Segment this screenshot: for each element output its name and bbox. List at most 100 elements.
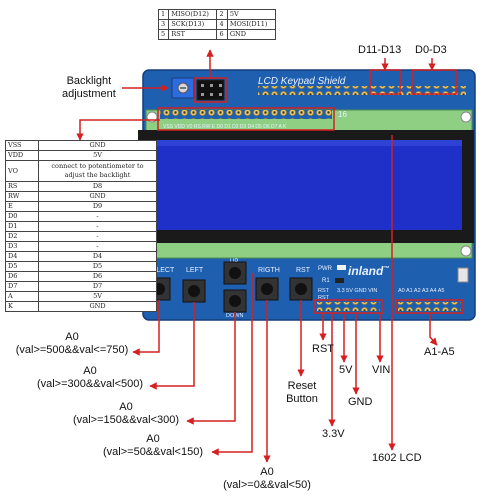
table-cell: 5V	[38, 291, 157, 302]
lcd-pins-highlight-box	[157, 107, 335, 131]
table-cell: 5V	[38, 150, 157, 161]
table-cell: connect to potentiometer to adjust the b…	[38, 160, 157, 182]
rst-small-label: RST	[318, 288, 330, 294]
label-vin: VIN	[372, 364, 391, 376]
label-a0-select: A0 (val>=500&&val<=750)	[15, 331, 129, 356]
button-label-right: RIGTH	[258, 267, 280, 274]
lcd-table-row: D0-	[5, 211, 157, 222]
label-5v: 5V	[339, 364, 353, 376]
table-cell: D5	[5, 261, 39, 272]
button-label-left: LEFT	[186, 267, 204, 274]
power-header-labels: 3.3 5V GND VIN	[337, 288, 377, 294]
dc-component	[457, 267, 469, 283]
down-button[interactable]	[223, 289, 247, 313]
table-cell: 5	[157, 29, 170, 40]
table-cell: D8	[38, 181, 157, 192]
brand-logo: inland™	[348, 264, 389, 278]
power-rst-label: RST	[318, 295, 330, 301]
arrow-select	[132, 300, 160, 356]
table-cell: RW	[5, 191, 39, 202]
power-header-highlight-box	[314, 299, 383, 314]
lcd-table-row: D2-	[5, 231, 157, 242]
label-a0-left: A0 (val>=300&&val<500)	[36, 365, 144, 390]
label-d0-d3: D0-D3	[415, 44, 447, 56]
lcd-pin-number: 16	[338, 110, 347, 119]
rst-button[interactable]	[289, 277, 313, 301]
table-cell: -	[38, 211, 157, 222]
up-button[interactable]	[223, 261, 247, 285]
digital-header-top	[258, 86, 466, 95]
board-title: LCD Keypad Shield	[258, 76, 346, 87]
lcd-table-row: D3-	[5, 241, 157, 252]
table-cell: -	[38, 241, 157, 252]
table-cell: GND	[38, 140, 157, 151]
table-cell: -	[38, 221, 157, 232]
arrow-left	[149, 302, 195, 390]
lcd-module	[138, 109, 474, 259]
lcd-table-row: D1-	[5, 221, 157, 232]
arrow-down	[186, 312, 236, 425]
table-cell: D6	[38, 271, 157, 282]
table-cell: D0	[5, 211, 39, 222]
button-label-rst: RST	[296, 267, 311, 274]
pwr-label: PWR	[318, 266, 333, 272]
label-a1-a5: A1-A5	[424, 346, 455, 358]
table-cell: E	[5, 201, 39, 212]
pwr-led	[337, 265, 346, 270]
table-cell: VDD	[5, 150, 39, 161]
table-cell: D7	[38, 281, 157, 292]
table-cell: A	[5, 291, 39, 302]
label-a0-right: A0 (val>=0&&val<50)	[223, 466, 311, 491]
arrow-lcd-table	[76, 119, 160, 141]
r1-label: R1	[322, 278, 330, 284]
analog-header-labels: A0 A1 A2 A3 A4 A5	[398, 288, 445, 294]
label-backlight-adjustment: Backlight adjustment	[62, 75, 116, 100]
arrow-a1-a5	[429, 313, 438, 346]
button-label-select: SELECT	[147, 267, 175, 274]
table-cell: -	[38, 231, 157, 242]
left-button[interactable]	[182, 279, 206, 303]
table-cell: VSS	[5, 140, 39, 151]
r1-resistor	[335, 278, 344, 283]
label-reset-button: Reset Button	[286, 380, 318, 405]
table-cell: GND	[38, 191, 157, 202]
table-cell: D3	[5, 241, 39, 252]
table-cell: 6	[216, 29, 228, 40]
table-cell: GND	[38, 301, 157, 312]
arrow-up	[211, 273, 253, 456]
right-button[interactable]	[255, 277, 279, 301]
label-d11-d13: D11-D13	[358, 44, 402, 56]
label-a0-down: A0 (val>=150&&val<300)	[72, 401, 180, 426]
table-cell: D5	[38, 261, 157, 272]
lcd-pin-labels: VSS VDD V0 RS RW E D0 D1 D2 D3 D4 D5 D6 …	[163, 124, 287, 130]
label-3-3v: 3.3V	[322, 428, 345, 440]
table-cell: D6	[5, 271, 39, 282]
label-a0-up: A0 (val>=50&&val<150)	[103, 433, 203, 458]
backlight-potentiometer	[171, 77, 195, 99]
annotation-arrows	[76, 49, 438, 463]
keypad-area: SELECT LEFT UP DOWN RIGTH RST	[147, 259, 313, 319]
label-gnd: GND	[348, 396, 373, 408]
table-cell: VO	[5, 160, 39, 182]
table-cell: D4	[5, 251, 39, 262]
table-cell: D4	[38, 251, 157, 262]
icsp-header	[196, 79, 225, 101]
label-1602-lcd: 1602 LCD	[372, 452, 422, 464]
power-header	[317, 302, 380, 311]
analog-header	[398, 302, 461, 311]
table-cell: D2	[5, 231, 39, 242]
